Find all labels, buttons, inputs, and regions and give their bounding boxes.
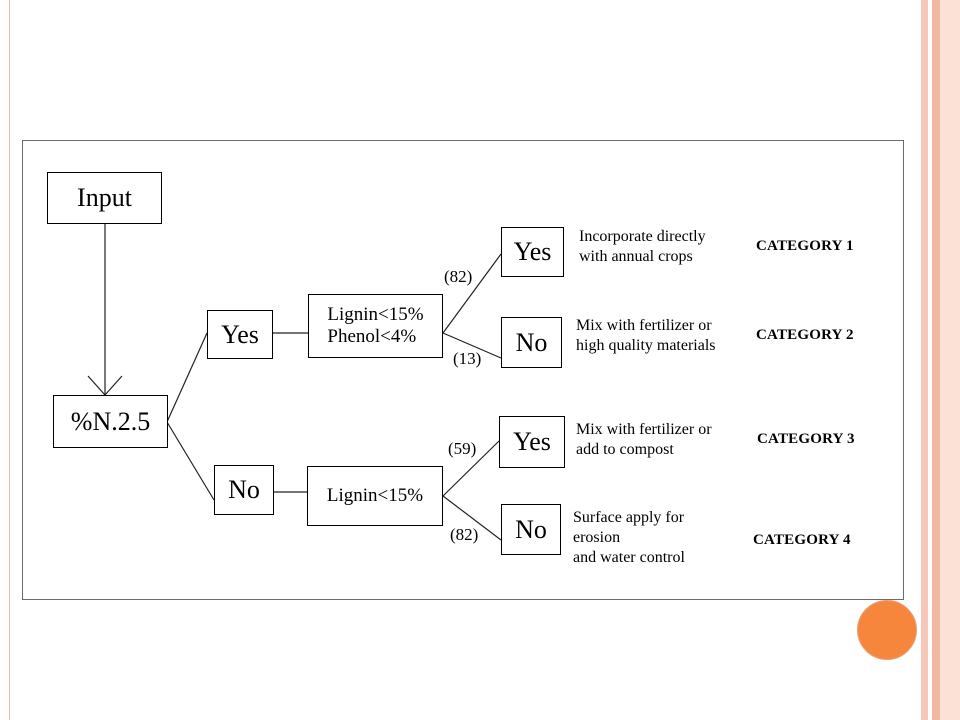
flowchart-panel xyxy=(22,140,904,600)
high-nitrogen-yes-box: Yes xyxy=(207,310,273,359)
category-3-label: CATEGORY 3 xyxy=(757,431,855,447)
lignin-condition-box: Lignin<15% xyxy=(307,466,443,526)
outcome-1-line-1: Incorporate directly xyxy=(579,228,706,245)
high-lignin-yes-box: Yes xyxy=(501,227,564,277)
outcome-4-line-1: Surface apply for xyxy=(573,509,685,526)
low-lignin-no-box: No xyxy=(501,504,561,555)
high-lignin-no-box: No xyxy=(501,317,562,368)
slide-border-right xyxy=(918,0,960,720)
low-lignin-yes-box: Yes xyxy=(499,416,565,468)
low-lignin-yes-label: Yes xyxy=(513,427,551,456)
count-high-no: (13) xyxy=(453,349,482,368)
outcome-2-line-1: Mix with fertilizer or xyxy=(576,317,712,334)
category-2-label: CATEGORY 2 xyxy=(756,327,854,343)
input-box: Input xyxy=(47,172,162,224)
condition-line-phenol: Phenol<4% xyxy=(327,326,417,347)
outcome-1-line-2: with annual crops xyxy=(579,248,693,265)
category-4-label: CATEGORY 4 xyxy=(753,532,851,548)
high-nitrogen-yes-label: Yes xyxy=(221,319,259,349)
connector-n-yes xyxy=(166,332,208,423)
lignin-phenol-condition-box: Lignin<15% Phenol<4% xyxy=(308,294,443,358)
connector-low-no xyxy=(442,495,502,541)
category-1-label: CATEGORY 1 xyxy=(756,238,854,254)
outcome-1-text: Incorporate directly with annual crops xyxy=(579,227,706,267)
outcome-3-line-1: Mix with fertilizer or xyxy=(576,421,712,438)
count-high-yes: (82) xyxy=(444,267,473,286)
input-label: Input xyxy=(77,183,132,212)
high-lignin-no-label: No xyxy=(515,327,548,357)
connector-high-no xyxy=(442,332,502,359)
outcome-4-line-3: and water control xyxy=(573,549,685,566)
connector-n-no xyxy=(166,421,215,501)
high-lignin-yes-label: Yes xyxy=(513,237,552,266)
count-low-no: (82) xyxy=(450,525,479,544)
outcome-2-line-2: high quality materials xyxy=(576,337,716,354)
connector-low-yes xyxy=(442,440,500,497)
outcome-3-text: Mix with fertilizer or add to compost xyxy=(576,420,712,460)
condition-line-lignin-low: Lignin<15% xyxy=(326,485,424,506)
nitrogen-threshold-box: %N.2.5 xyxy=(53,395,168,448)
nitrogen-threshold-label: %N.2.5 xyxy=(70,406,151,436)
high-nitrogen-no-label: No xyxy=(228,475,260,504)
outcome-4-line-2: erosion xyxy=(573,529,621,546)
outcome-2-text: Mix with fertilizer or high quality mate… xyxy=(576,316,716,356)
outcome-4-text: Surface apply for erosion and water cont… xyxy=(573,508,685,568)
connector-high-yes xyxy=(442,253,502,334)
condition-line-lignin: Lignin<15% xyxy=(327,304,424,325)
slide-border-left xyxy=(9,0,10,720)
outcome-3-line-2: add to compost xyxy=(576,441,674,458)
count-low-yes: (59) xyxy=(448,439,477,458)
decorative-orange-circle xyxy=(857,600,917,660)
high-nitrogen-no-box: No xyxy=(214,465,274,515)
low-lignin-no-label: No xyxy=(515,514,547,544)
